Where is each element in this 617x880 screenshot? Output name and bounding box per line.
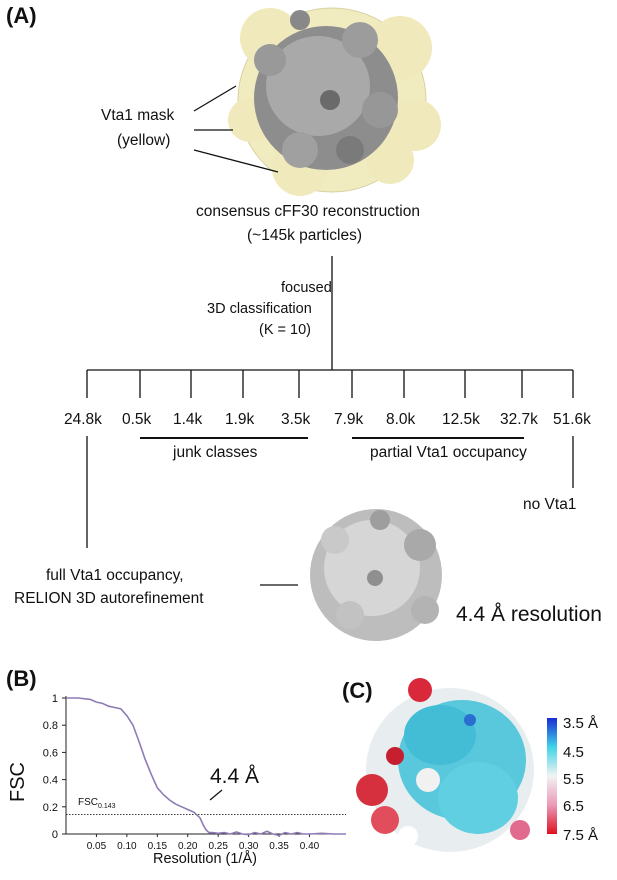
fsc-x-tick-label: 0.15	[148, 841, 168, 852]
partial-occupancy-label: partial Vta1 occupancy	[370, 444, 527, 461]
fsc-x-tick-label: 0.20	[178, 841, 198, 852]
class-count: 32.7k	[500, 411, 538, 428]
fsc-y-tick-label: 0.6	[43, 747, 58, 759]
class-count: 3.5k	[281, 411, 311, 428]
class-count: 51.6k	[553, 411, 591, 428]
fsc-x-tick-label: 0.30	[239, 841, 259, 852]
classification-label-line3: (K = 10)	[259, 322, 311, 338]
colorbar-label: 6.5	[563, 798, 584, 815]
fsc-x-tick-label: 0.10	[117, 841, 137, 852]
consensus-density-grey	[254, 10, 398, 170]
class-count: 24.8k	[64, 411, 102, 428]
no-vta1-label: no Vta1	[523, 496, 577, 513]
fsc-annotation: 4.4 Å	[210, 765, 260, 788]
colorbar-label: 7.5 Å	[563, 827, 599, 844]
panel-c-label: (C)	[342, 678, 373, 703]
fsc-axis-label-x: Resolution (1/Å)	[153, 851, 257, 867]
mask-label-line2: (yellow)	[117, 132, 171, 149]
resolution-pointer	[209, 789, 223, 801]
class-count: 1.4k	[173, 411, 203, 428]
panel-a-label: (A)	[6, 3, 37, 28]
fsc-x-tick-label: 0.40	[300, 841, 320, 852]
fsc-threshold-label-main: FSC	[78, 797, 98, 808]
colorbar-label: 5.5	[563, 771, 584, 788]
fsc-y-tick-label: 1	[52, 693, 58, 705]
classification-label-line1: focused	[281, 280, 332, 296]
fsc-threshold-label: FSC0.143	[78, 797, 116, 811]
consensus-label-line1: consensus cFF30 reconstruction	[196, 203, 420, 220]
resolution-label: 4.4 Å resolution	[456, 603, 602, 626]
class-count: 7.9k	[334, 411, 364, 428]
classification-label-line2: 3D classification	[207, 301, 312, 317]
fsc-y-tick-label: 0.4	[43, 775, 58, 787]
panel-b-label: (B)	[6, 666, 37, 691]
junk-classes-label: junk classes	[173, 444, 258, 461]
class-count: 12.5k	[442, 411, 480, 428]
colorbar-label: 4.5	[563, 744, 584, 761]
fsc-y-tick-label: 0.8	[43, 720, 58, 732]
class-count: 0.5k	[122, 411, 152, 428]
class-count: 1.9k	[225, 411, 255, 428]
fsc-threshold-label-sub: 0.143	[98, 803, 116, 810]
mask-label-line1: Vta1 mask	[101, 107, 175, 124]
colorbar-label: 3.5 Å	[563, 715, 599, 732]
full-occupancy-label-line1: full Vta1 occupancy,	[46, 567, 184, 584]
fsc-y-tick-label: 0.2	[43, 802, 58, 814]
full-occupancy-label-line2: RELION 3D autorefinement	[14, 590, 204, 607]
fsc-x-tick-label: 0.05	[87, 841, 107, 852]
fsc-curve	[66, 697, 346, 837]
fsc-y-tick-label: 0	[52, 829, 58, 841]
class-count: 8.0k	[386, 411, 416, 428]
fsc-x-tick-label: 0.25	[208, 841, 228, 852]
fsc-x-tick-label: 0.35	[269, 841, 289, 852]
consensus-label-line2: (~145k particles)	[247, 227, 363, 244]
